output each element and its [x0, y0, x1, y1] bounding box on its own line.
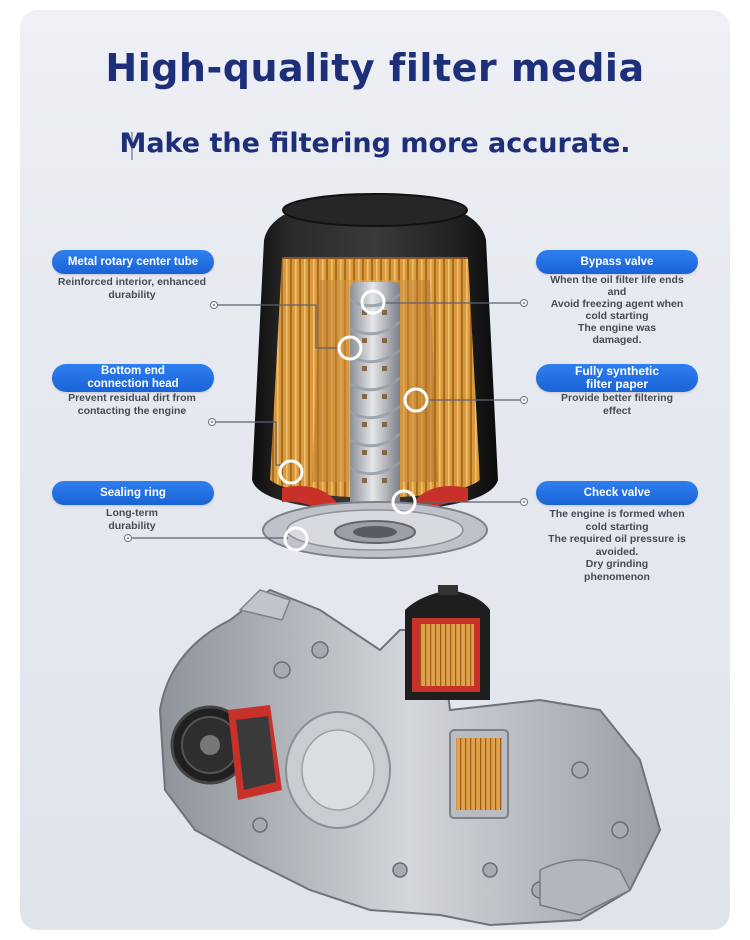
desc-line: The engine was: [577, 322, 657, 334]
callout-bottom-end-label: Bottom end connection head: [52, 364, 214, 392]
desc-line: The engine is formed when: [549, 508, 685, 520]
desc-line: effect: [602, 405, 631, 417]
desc-line: Provide better filtering: [560, 392, 674, 404]
desc-line: and: [607, 286, 627, 298]
desc-line: Dry grinding: [585, 558, 649, 570]
desc-line: phenomenon: [584, 570, 650, 583]
label-line: Fully synthetic: [574, 364, 660, 378]
callout-check-valve-label: Check valve: [536, 481, 698, 505]
callout-bypass-valve-label: Bypass valve: [536, 250, 698, 274]
page-subtitle: Make the filtering more accurate.: [119, 128, 631, 159]
callout-bypass-valve-desc: When the oil filter life ends and Avoid …: [526, 274, 708, 346]
desc-line: contacting the engine: [77, 405, 187, 417]
label-line: connection head: [87, 378, 179, 390]
desc-line: durability: [108, 289, 156, 301]
tube-holes: [362, 310, 387, 483]
desc-line: When the oil filter life ends: [550, 274, 684, 286]
callout-sealing-ring-desc: Long-term durability: [40, 507, 224, 533]
desc-line: cold starting: [585, 520, 649, 533]
callout-sealing-ring-label: Sealing ring: [52, 481, 214, 505]
desc-line: Reinforced interior, enhanced: [57, 276, 207, 288]
callout-check-valve-desc: The engine is formed when cold starting …: [526, 508, 708, 583]
connector-dot: [520, 498, 528, 506]
connector-dot: [208, 418, 216, 426]
connector-dot: [520, 299, 528, 307]
desc-line: damaged.: [592, 334, 642, 346]
connector-dot: [210, 301, 218, 309]
desc-line: avoided.: [595, 545, 639, 558]
desc-line: Avoid freezing agent when: [550, 298, 684, 310]
connector-dot: [520, 396, 528, 404]
callout-metal-tube-label: Metal rotary center tube: [52, 250, 214, 274]
callout-synthetic-paper-desc: Provide better filtering effect: [526, 392, 708, 418]
desc-line: Long-term: [106, 507, 158, 519]
label-line: filter paper: [585, 377, 648, 391]
subtitle-bar: [131, 132, 133, 160]
connector-dot: [124, 534, 132, 542]
callout-bottom-end-desc: Prevent residual dirt from contacting th…: [40, 392, 224, 418]
desc-line: durability: [108, 520, 156, 532]
label-line: Bottom end: [101, 365, 165, 377]
desc-line: cold starting: [585, 310, 649, 322]
engine-block: [158, 585, 662, 927]
callout-metal-tube-desc: Reinforced interior, enhanced durability: [40, 276, 224, 302]
callout-synthetic-paper-label: Fully synthetic filter paper: [536, 364, 698, 392]
oil-filter-illustration: [132, 193, 662, 927]
desc-line: The required oil pressure is: [548, 533, 686, 545]
page-title: High-quality filter media: [105, 46, 645, 90]
product-card: High-quality filter media Make the filte…: [20, 10, 730, 930]
desc-line: Prevent residual dirt from: [68, 392, 196, 404]
